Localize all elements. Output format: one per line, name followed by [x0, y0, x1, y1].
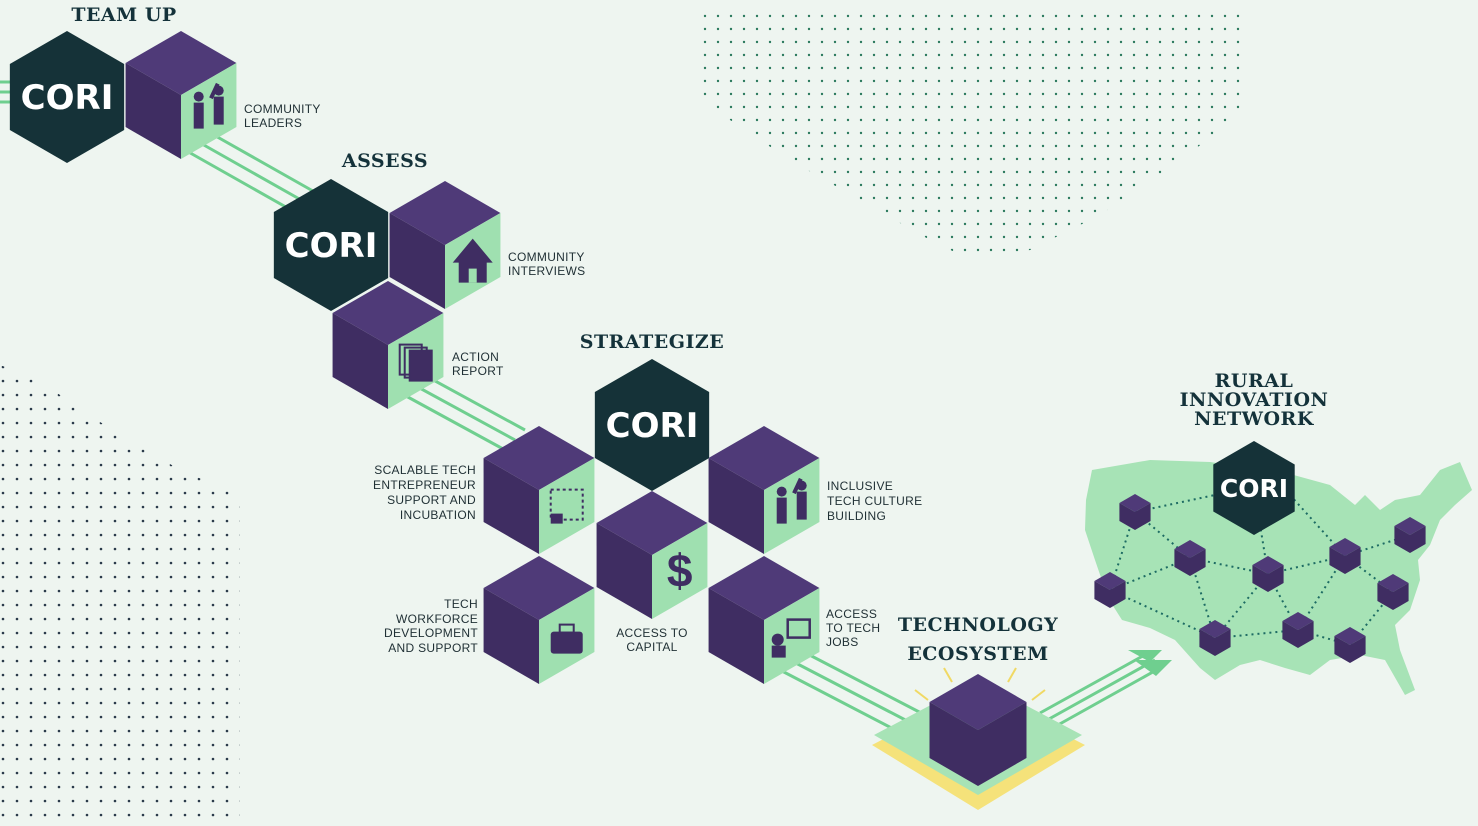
cube-action-report	[332, 281, 444, 409]
svg-text:SUPPORT AND: SUPPORT AND	[387, 493, 476, 507]
briefcase-icon	[550, 623, 583, 654]
svg-text:INTERVIEWS: INTERVIEWS	[508, 264, 585, 278]
heading-assess: ASSESS	[341, 150, 428, 172]
hex-group: CORI CORI CORI CORI	[9, 31, 1295, 535]
svg-text:JOBS: JOBS	[826, 635, 859, 649]
svg-text:BUILDING: BUILDING	[827, 509, 886, 523]
cube-community-interviews	[389, 181, 501, 309]
cori-hexagon-shape	[1213, 441, 1295, 535]
network-node-0	[1119, 494, 1151, 530]
svg-text:REPORT: REPORT	[452, 364, 504, 378]
heading-strategize: STRATEGIZE	[580, 331, 724, 353]
cube-technology-ecosystem	[929, 674, 1027, 786]
label-access-to-capital: ACCESS TO CAPITAL	[616, 626, 688, 654]
cori-label: CORI	[285, 226, 378, 266]
heading-ecosystem-line2: ECOSYSTEM	[907, 643, 1048, 665]
cori-hexagon-shape	[9, 31, 125, 163]
flow-paths	[0, 80, 1161, 737]
label-community-leaders: COMMUNITY LEADERS	[244, 102, 321, 130]
cori-label: CORI	[606, 406, 699, 446]
network-node-6	[1199, 620, 1231, 656]
svg-text:AND SUPPORT: AND SUPPORT	[388, 641, 478, 655]
svg-text:TECH: TECH	[444, 597, 478, 611]
heading-ecosystem-line1: TECHNOLOGY	[898, 614, 1058, 636]
cori-hex-strategize: CORI	[594, 359, 710, 491]
label-community-interviews: COMMUNITY INTERVIEWS	[508, 250, 585, 278]
svg-text:COMMUNITY: COMMUNITY	[508, 250, 585, 264]
network-node-2	[1252, 556, 1284, 592]
incubator-icon	[549, 488, 584, 524]
label-action-report: ACTION REPORT	[452, 350, 504, 378]
heading-network-line2: INNOVATION	[1180, 389, 1329, 411]
cori-hex-network: CORI	[1213, 441, 1295, 535]
cube-group: $	[125, 31, 1426, 786]
svg-text:TECH CULTURE: TECH CULTURE	[827, 494, 922, 508]
cori-hex-assess: CORI	[273, 179, 389, 311]
svg-text:COMMUNITY: COMMUNITY	[244, 102, 321, 116]
label-entrepreneur-support: SCALABLE TECH ENTREPRENEUR SUPPORT AND I…	[373, 463, 476, 522]
heading-network-line3: NETWORK	[1194, 408, 1315, 430]
cori-hexagon-shape	[273, 179, 389, 311]
network-node-1	[1174, 540, 1206, 576]
svg-text:TO TECH: TO TECH	[826, 621, 880, 635]
svg-text:LEADERS: LEADERS	[244, 116, 302, 130]
cori-hex-team-up: CORI	[9, 31, 125, 163]
cube-entrepreneur-support	[483, 426, 595, 554]
svg-text:INCLUSIVE: INCLUSIVE	[827, 479, 893, 493]
svg-text:WORKFORCE: WORKFORCE	[396, 612, 478, 626]
cori-label: CORI	[1220, 474, 1288, 503]
cube-workforce-development	[483, 556, 595, 684]
dollar-icon: $	[667, 545, 693, 597]
network-node-8	[1334, 627, 1366, 663]
network-node-4	[1394, 517, 1426, 553]
arrowheads	[1128, 650, 1172, 676]
svg-text:ENTREPRENEUR: ENTREPRENEUR	[373, 478, 476, 492]
dot-pattern-left	[0, 365, 240, 822]
svg-text:DEVELOPMENT: DEVELOPMENT	[384, 626, 478, 640]
label-inclusive-culture: INCLUSIVE TECH CULTURE BUILDING	[827, 479, 922, 523]
svg-text:ACCESS: ACCESS	[826, 607, 877, 621]
people-icon	[193, 82, 224, 129]
presenter-icon	[771, 618, 811, 658]
svg-text:$: $	[667, 545, 693, 597]
cube-access-to-jobs	[708, 556, 820, 684]
heading-network-line1: RURAL	[1215, 370, 1294, 392]
cori-hexagon-shape	[594, 359, 710, 491]
document-icon	[398, 343, 433, 382]
svg-text:SCALABLE TECH: SCALABLE TECH	[374, 463, 476, 477]
dot-pattern-top	[700, 5, 1248, 262]
svg-text:CAPITAL: CAPITAL	[626, 640, 677, 654]
cube-community-leaders	[125, 31, 237, 159]
svg-text:INCUBATION: INCUBATION	[400, 508, 476, 522]
label-access-to-jobs: ACCESS TO TECH JOBS	[826, 607, 880, 649]
high-five-icon	[776, 477, 807, 524]
network-node-9	[1377, 574, 1409, 610]
cube-access-to-capital: $	[596, 491, 708, 619]
network-node-5	[1094, 572, 1126, 608]
heading-team-up: TEAM UP	[71, 4, 176, 26]
svg-text:ACCESS TO: ACCESS TO	[616, 626, 688, 640]
house-icon	[452, 238, 493, 283]
network-node-3	[1329, 538, 1361, 574]
label-workforce-development: TECH WORKFORCE DEVELOPMENT AND SUPPORT	[384, 597, 478, 655]
cori-label: CORI	[21, 78, 114, 118]
network-node-7	[1282, 612, 1314, 648]
svg-text:ACTION: ACTION	[452, 350, 499, 364]
cube-inclusive-culture	[708, 426, 820, 554]
